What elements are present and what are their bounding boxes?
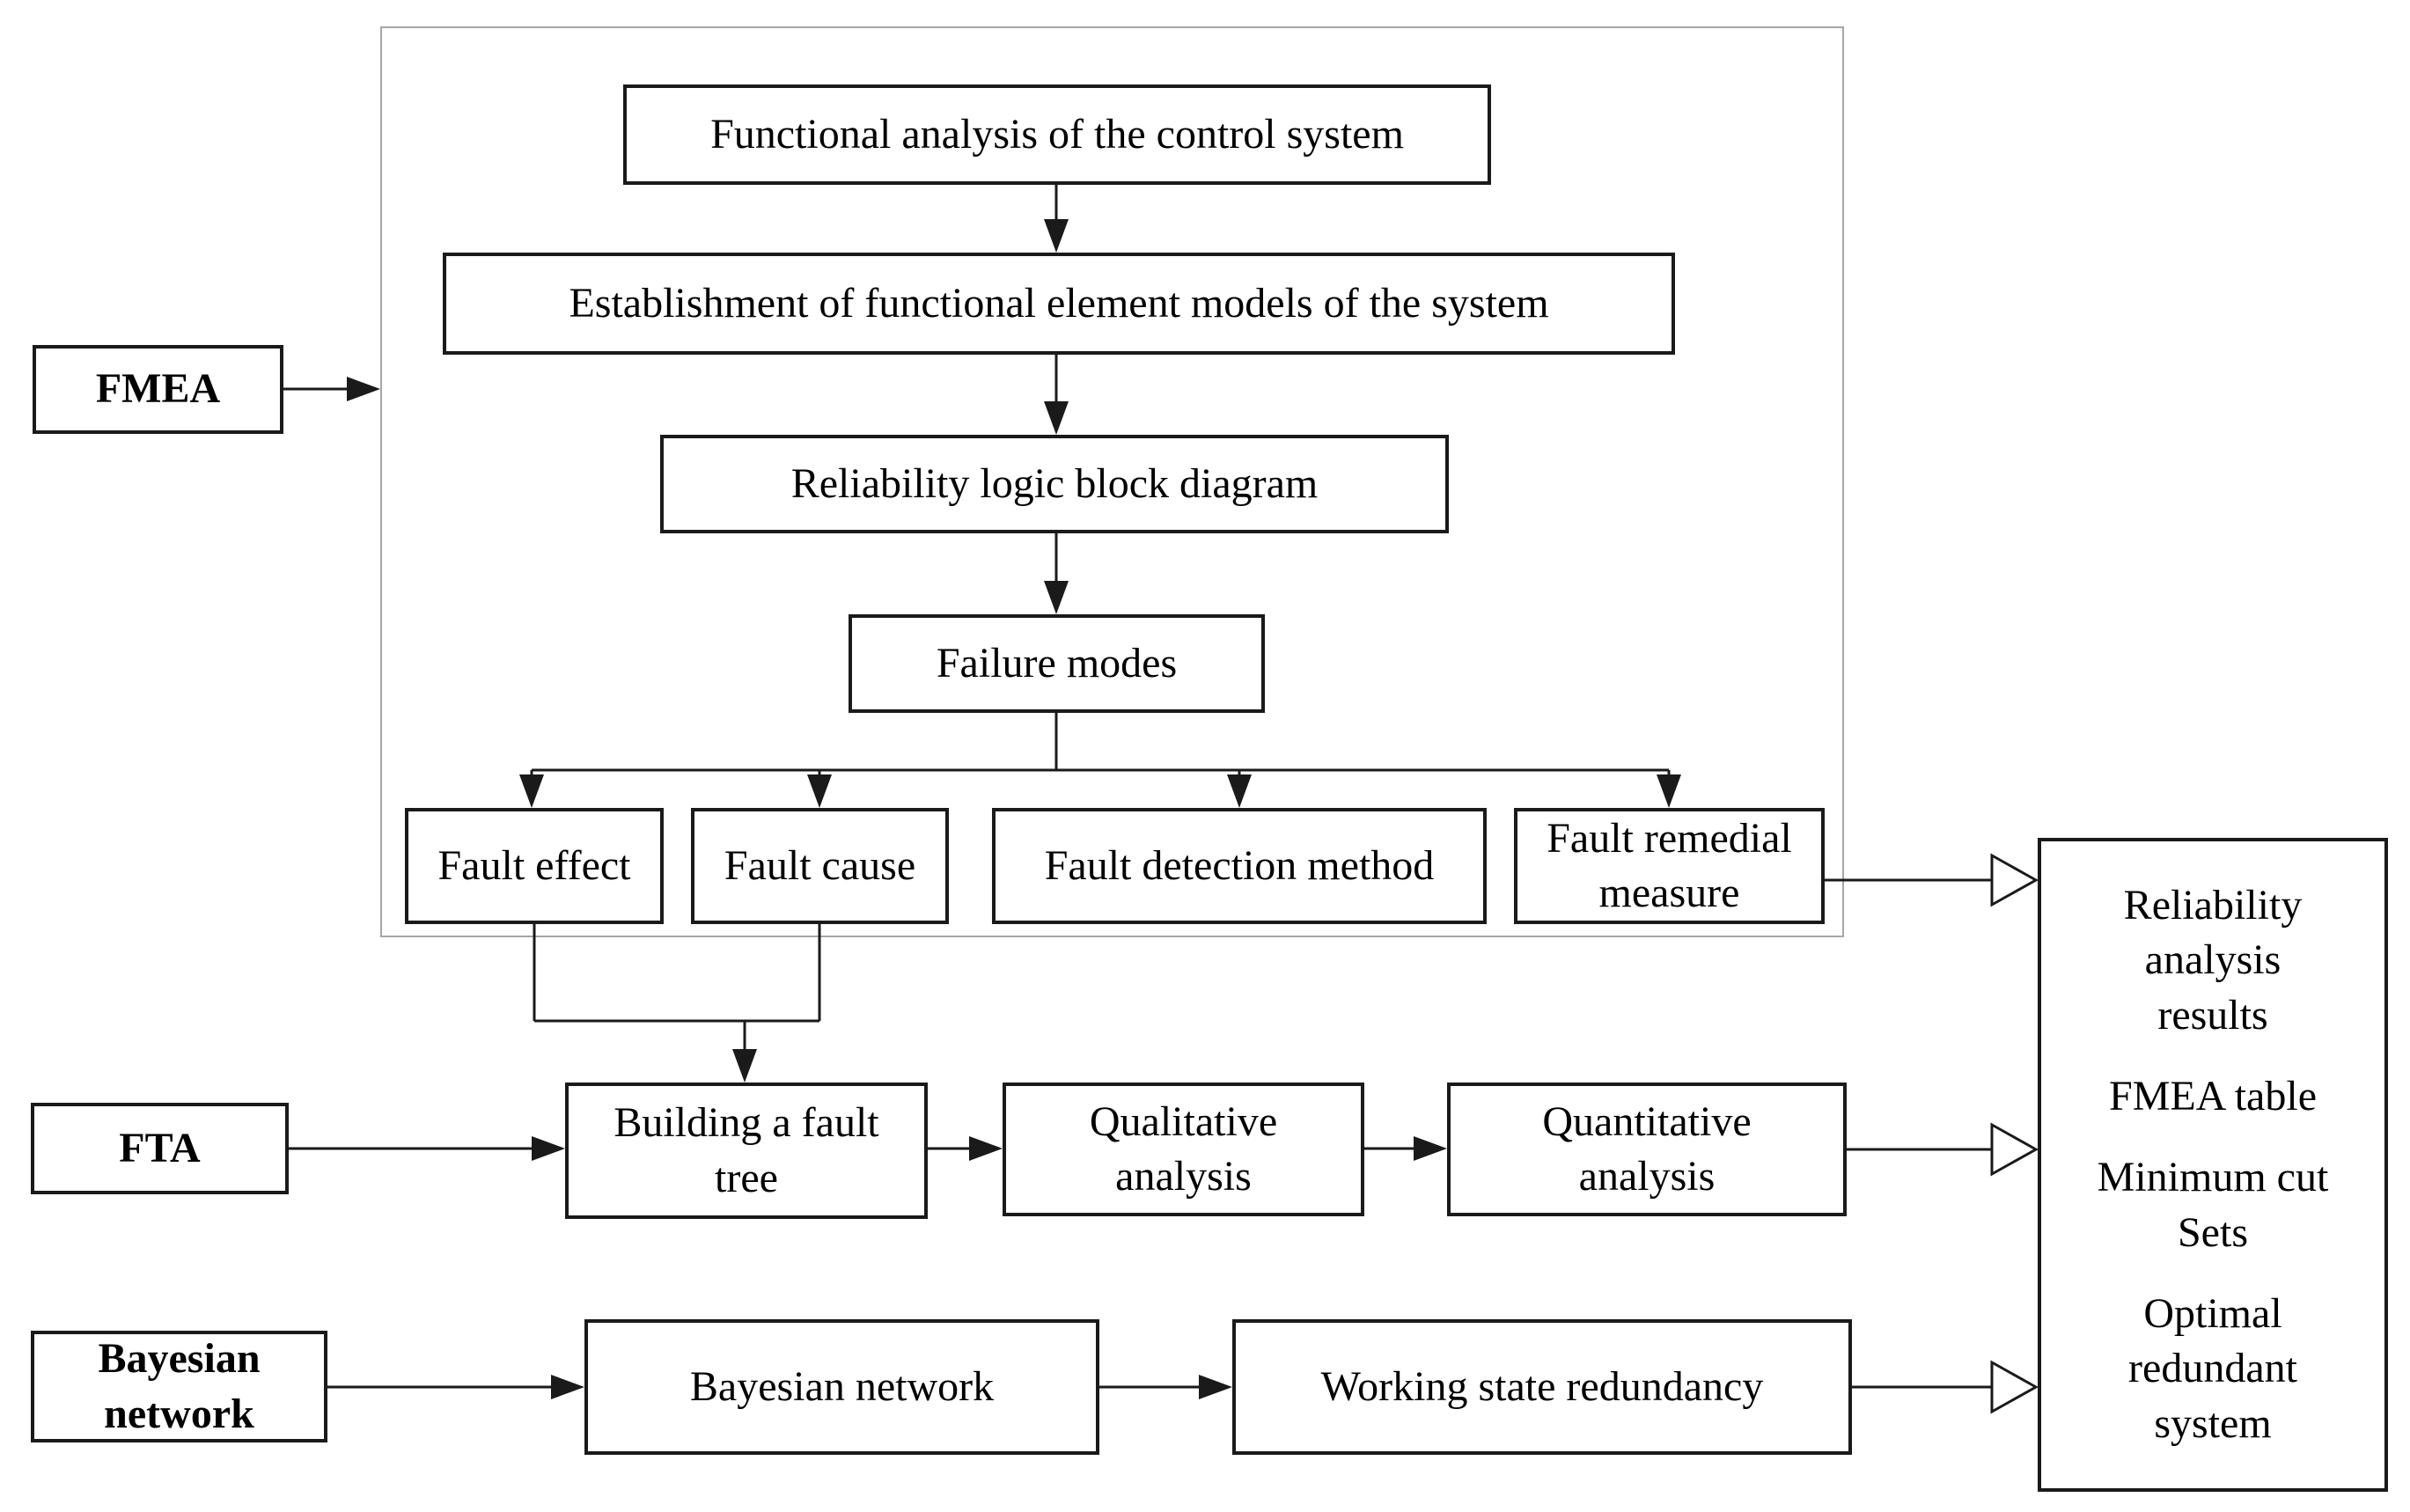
results-fmea-table-text: FMEA table: [2109, 1073, 2317, 1119]
label-fmea: FMEA: [33, 345, 283, 434]
box-fault-cause: Fault cause: [691, 808, 949, 924]
box-fault-remedial: Fault remedial measure: [1514, 808, 1825, 924]
arrow-bayesianbox-to-workingstate: [1099, 1375, 1232, 1399]
box-results: Reliability analysis results FMEA table …: [2038, 838, 2388, 1492]
arrow-remedial-to-results: [1825, 853, 2039, 907]
box-logic-block-diagram: Reliability logic block diagram: [660, 435, 1449, 533]
box-building-fault-tree: Building a fault tree: [565, 1083, 928, 1219]
arrow-quantitative-to-results: [1847, 1122, 2039, 1177]
box-qualitative-analysis: Qualitative analysis: [1003, 1083, 1364, 1216]
box-failure-modes: Failure modes: [849, 614, 1265, 713]
arrow-workingstate-to-results: [1852, 1360, 2039, 1414]
arrow-qualitative-to-quantitative: [1364, 1136, 1447, 1161]
box-fault-effect: Fault effect: [405, 808, 664, 924]
results-minimum-cut-text: Minimum cut Sets: [2097, 1154, 2329, 1256]
box-functional-analysis: Functional analysis of the control syste…: [623, 84, 1491, 185]
box-element-models: Establishment of functional element mode…: [443, 253, 1675, 355]
arrow-bayesianlabel-to-bayesianbox: [327, 1375, 584, 1399]
box-quantitative-analysis: Quantitative analysis: [1447, 1083, 1847, 1216]
arrow-fta-to-faulttree: [289, 1136, 565, 1161]
label-bayesian-network: Bayesian network: [31, 1331, 327, 1442]
box-working-state-redundancy: Working state redundancy: [1232, 1319, 1852, 1455]
arrow-faulttree-to-qualitative: [928, 1136, 1003, 1161]
fmea-section-frame: [380, 26, 1844, 937]
box-fault-detection: Fault detection method: [992, 808, 1487, 924]
results-optimal-text: Optimal redundant system: [2128, 1289, 2297, 1447]
arrow-faults-to-faulttree: [533, 924, 821, 1083]
results-reliability-text: Reliability analysis results: [2123, 882, 2303, 1039]
arrow-fmea-to-frame: [283, 377, 380, 401]
box-bayesian-network: Bayesian network: [584, 1319, 1099, 1455]
label-fta: FTA: [31, 1103, 289, 1194]
